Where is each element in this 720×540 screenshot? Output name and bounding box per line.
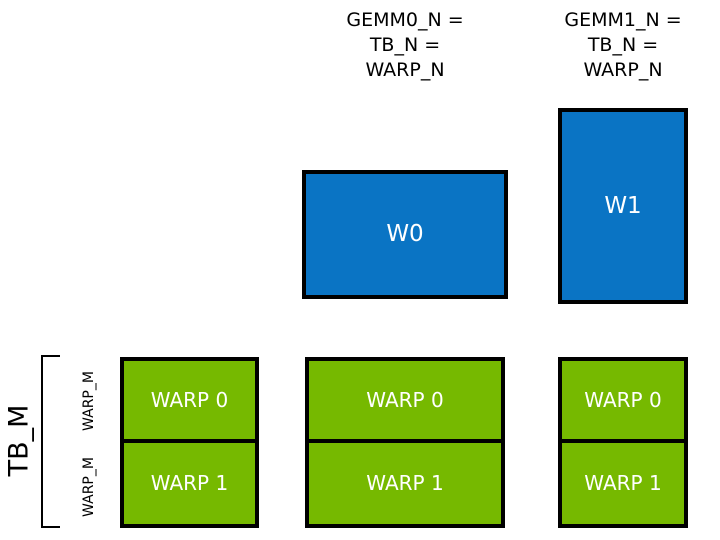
warp-column-threadblock-m[interactable]: WARP 0 WARP 1 bbox=[120, 357, 259, 528]
warp-cell[interactable]: WARP 1 bbox=[124, 442, 255, 524]
warp-tile-w0[interactable]: W0 bbox=[302, 170, 508, 299]
warp-tile-w1-label: W1 bbox=[604, 192, 642, 219]
warp-tile-w1[interactable]: W1 bbox=[558, 108, 688, 304]
warp-cell-label: WARP 1 bbox=[584, 471, 662, 496]
warp-cell-label: WARP 0 bbox=[584, 387, 662, 412]
warp-cell-label: WARP 1 bbox=[366, 471, 444, 496]
warp-cell[interactable]: WARP 1 bbox=[562, 442, 684, 524]
column-caption-gemm1: GEMM1_N = TB_N = WARP_N bbox=[564, 9, 682, 81]
warp-cell[interactable]: WARP 1 bbox=[309, 442, 501, 524]
tb-m-label: TB_M bbox=[3, 404, 35, 477]
warp-cell-label: WARP 0 bbox=[366, 387, 444, 412]
warp-m-label-top: WARP_M bbox=[81, 371, 97, 431]
warp-cell[interactable]: WARP 0 bbox=[562, 361, 684, 443]
warp-tile-w0-label: W0 bbox=[386, 221, 424, 247]
warp-cell[interactable]: WARP 0 bbox=[309, 361, 501, 443]
warp-cell-label: WARP 0 bbox=[150, 387, 229, 412]
warp-column-gemm1[interactable]: WARP 0 WARP 1 bbox=[558, 357, 688, 528]
warp-column-gemm0[interactable]: WARP 0 WARP 1 bbox=[305, 357, 505, 528]
warp-m-label-bottom: WARP_M bbox=[81, 457, 97, 517]
column-caption-gemm0: GEMM0_N = TB_N = WARP_N bbox=[346, 9, 464, 81]
warp-cell-label: WARP 1 bbox=[150, 471, 229, 496]
tb-m-bracket bbox=[41, 355, 60, 528]
warp-cell[interactable]: WARP 0 bbox=[124, 361, 255, 443]
